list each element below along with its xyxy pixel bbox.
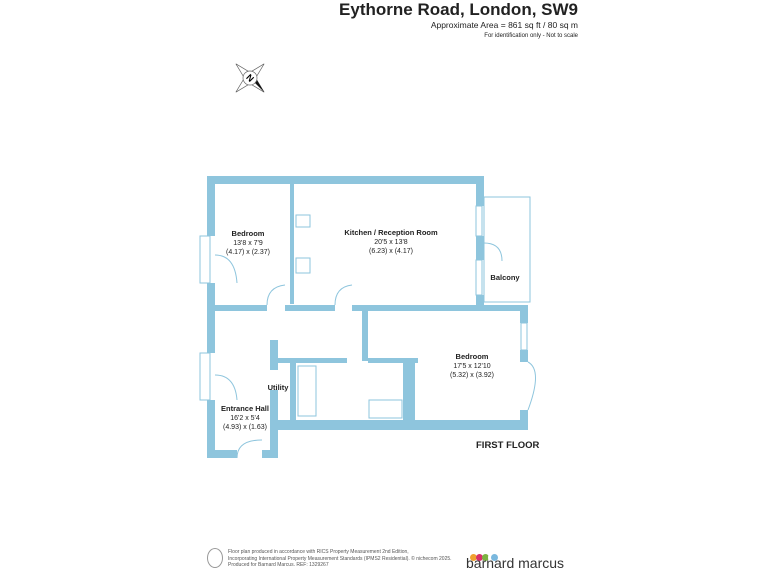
brand-logo-dots	[470, 548, 498, 566]
footer-line: Produced for Barnard Marcus. REF: 132926…	[228, 562, 329, 568]
footer-line: Floor plan produced in accordance with R…	[228, 549, 409, 555]
svg-text:N: N	[244, 72, 256, 84]
footer-line: Incorporating International Property Mea…	[228, 555, 452, 562]
footer-notes: Floor plan produced in accordance with R…	[228, 549, 452, 569]
disclaimer: For identification only - Not to scale	[484, 33, 578, 39]
compass-north-icon: N	[235, 63, 265, 93]
floor-label: FIRST FLOOR	[476, 440, 540, 451]
page-title: Eythorne Road, London, SW9	[339, 0, 578, 19]
room-label-balcony: Balcony	[490, 273, 520, 282]
area-text: Approximate Area = 861 sq ft / 80 sq m	[430, 20, 578, 30]
walls	[207, 176, 528, 458]
person-icon	[207, 548, 223, 568]
brand-logo: barnard marcus	[466, 555, 565, 571]
room-label-utility: Utility	[267, 383, 289, 392]
